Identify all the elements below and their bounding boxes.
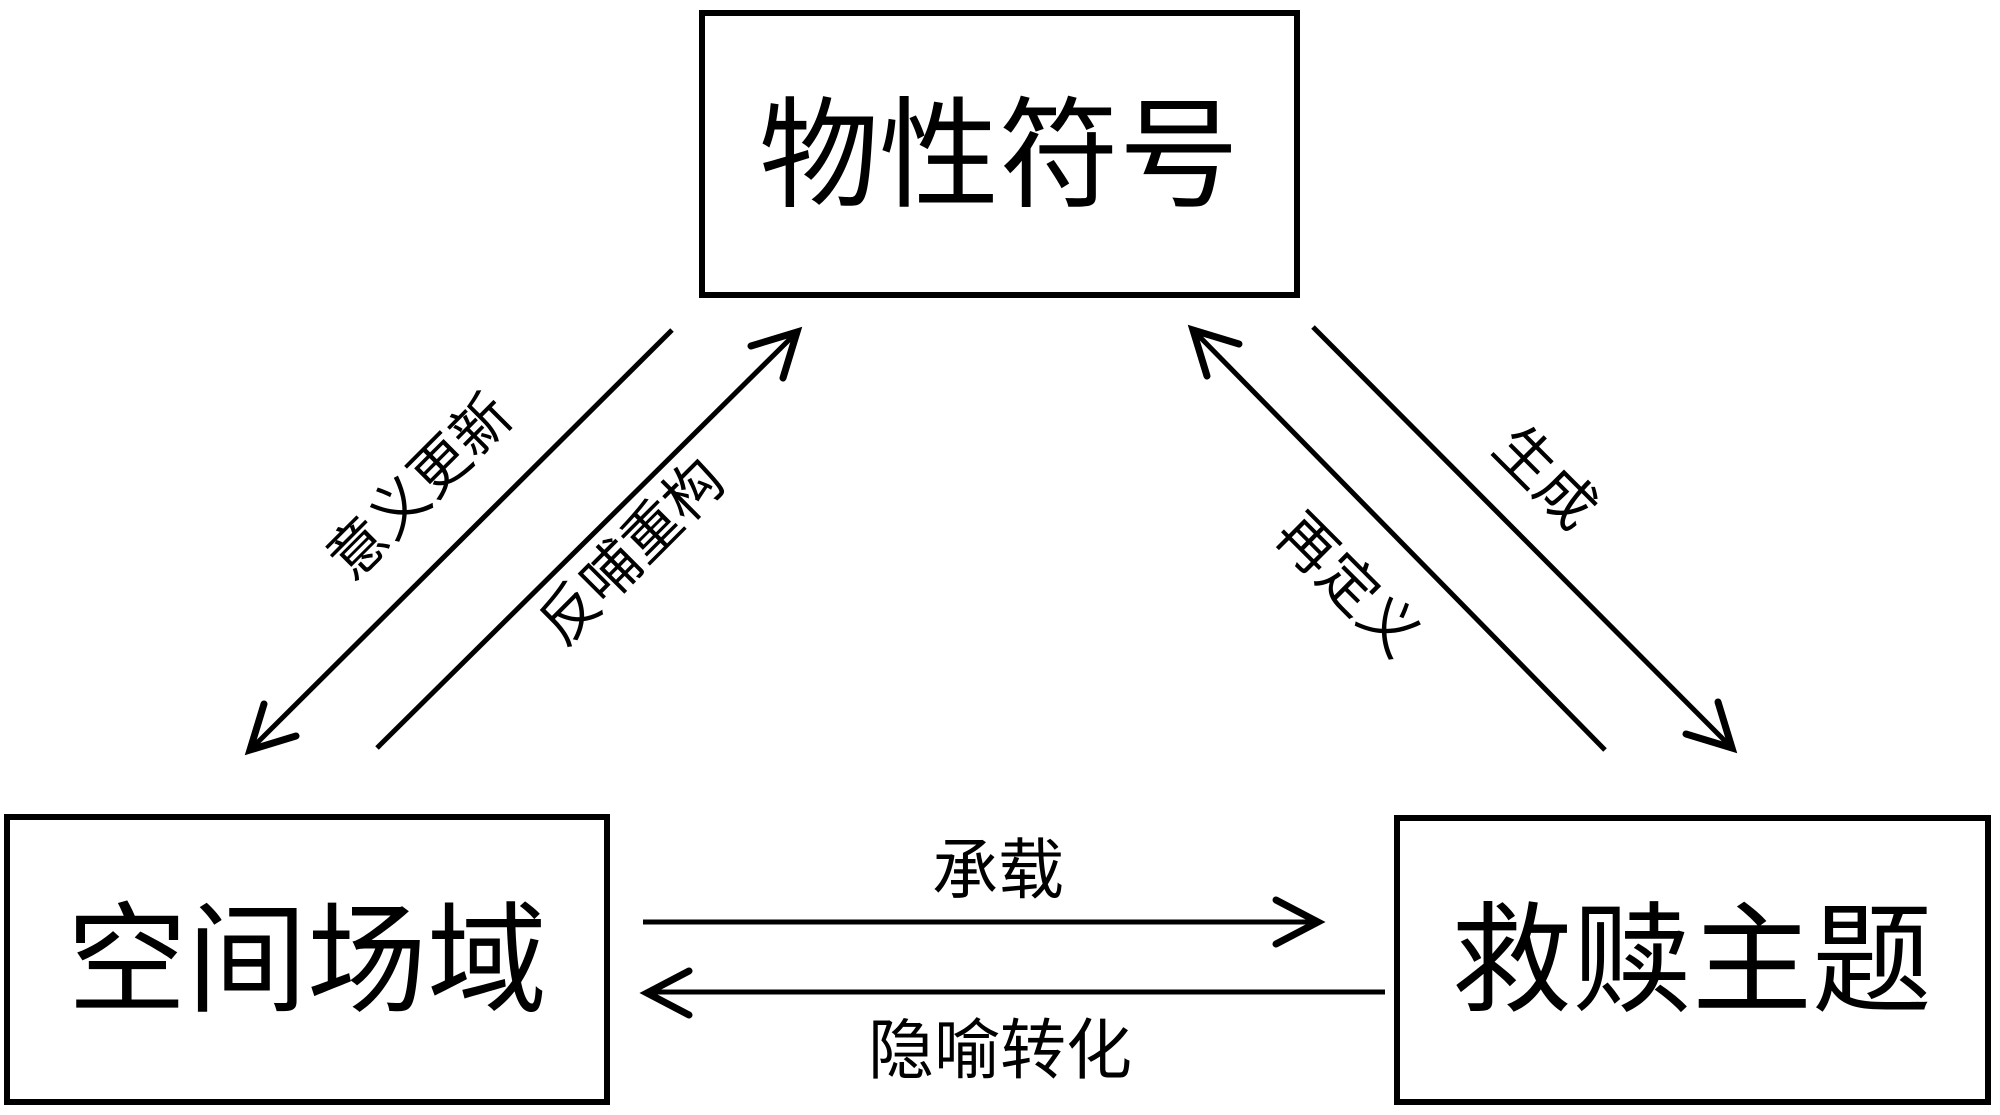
edge-meaning-update-label: 意义更新 [315,382,525,592]
node-spatial-field-box [4,814,610,1105]
node-redemption-theme-box [1394,815,1991,1105]
node-redemption-theme: 救赎主题 [1394,815,1991,1105]
edge-carrying-label: 承载 [932,833,1064,907]
edge-metaphor-transformation-arrowhead [639,967,693,1019]
edge-feedback-reconstruction-label: 反哺重构 [527,447,737,657]
edge-redefinition-label: 再定义 [1263,500,1432,669]
edge-generation-arrowhead [1682,698,1738,754]
edge-generation-line [1311,325,1732,748]
edge-meaning-update-arrowhead [244,700,300,756]
edge-carrying-arrowhead [1272,896,1326,948]
node-material-symbol: 物性符号 [699,10,1300,298]
edge-metaphor-transformation-label: 隐喻转化 [868,1013,1132,1087]
node-spatial-field: 空间场域 [4,814,610,1105]
edge-feedback-reconstruction: 反哺重构 [375,326,803,750]
edge-redefinition-arrowhead [1187,324,1243,380]
edge-generation-label: 生成 [1481,414,1609,542]
edge-redefinition-line [1193,330,1607,752]
edge-generation: 生成 [1311,325,1738,754]
node-spatial-field-label: 空间场域 [67,894,547,1028]
edge-redefinition: 再定义 [1187,324,1607,752]
edge-meaning-update-line [250,328,674,750]
edge-feedback-reconstruction-arrowhead [747,326,803,382]
node-redemption-theme-label: 救赎主题 [1452,894,1932,1028]
edge-feedback-reconstruction-line [375,332,797,750]
node-material-symbol-label: 物性符号 [759,89,1239,223]
edge-metaphor-transformation: 隐喻转化 [639,967,1385,1087]
edge-carrying: 承载 [643,833,1326,948]
node-material-symbol-box [699,10,1300,298]
